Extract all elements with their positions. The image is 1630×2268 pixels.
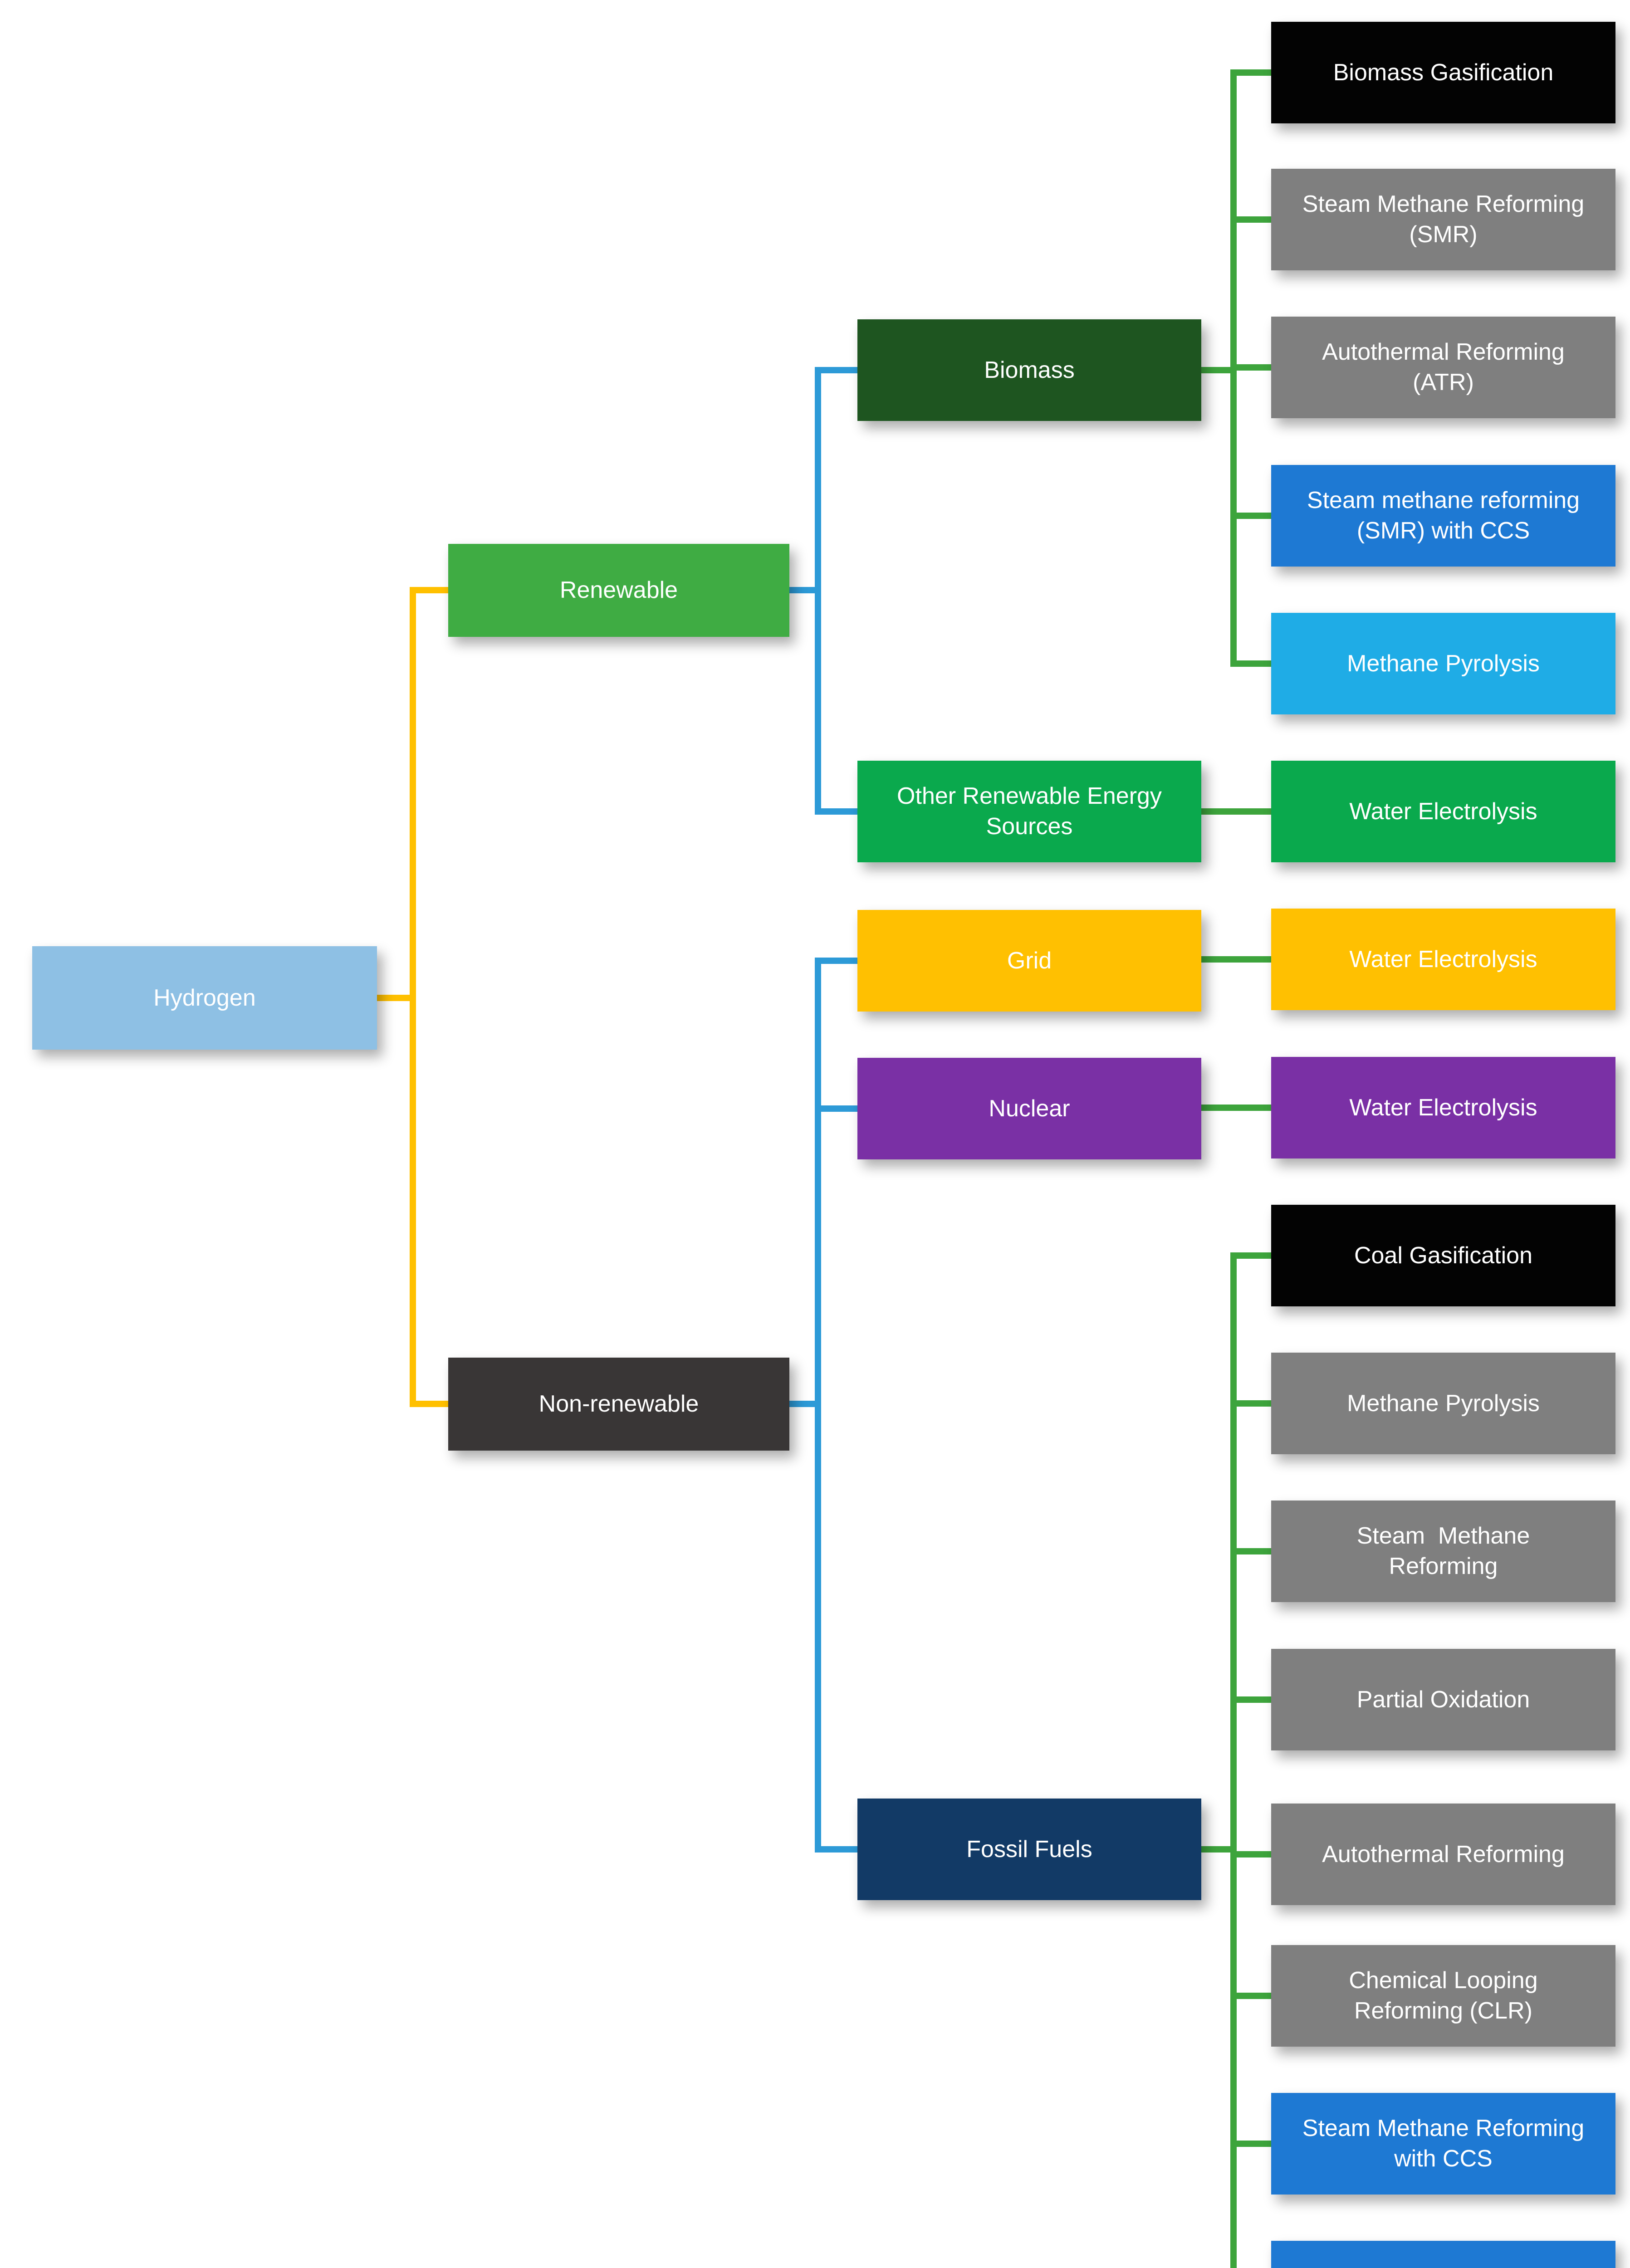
node-chemical-looping-reforming-clr: Chemical Looping Reforming (CLR) — [1271, 1945, 1615, 2047]
connector-otherres-we — [1201, 808, 1271, 815]
connector-yellow-rail — [410, 587, 416, 1407]
connector-biomass-gasification-in — [1230, 69, 1271, 76]
node-smr-with-ccs: Steam methane reforming (SMR) with CCS — [1271, 465, 1615, 567]
node-other-renewable-energy-sources: Other Renewable Energy Sources — [857, 761, 1201, 862]
connector-biomass-in — [815, 367, 857, 373]
node-water-electrolysis-nuclear: Water Electrolysis — [1271, 1057, 1615, 1158]
connector-grid-in — [815, 958, 857, 964]
connector-fossil-rail — [1230, 1252, 1237, 2268]
connector-atr-in — [1230, 364, 1271, 371]
connector-grid-we — [1201, 956, 1271, 963]
node-fossil-fuels: Fossil Fuels — [857, 1799, 1201, 1900]
connector-fossil-in — [815, 1846, 857, 1853]
node-non-renewable: Non-renewable — [448, 1358, 789, 1451]
connector-hydrogen-stub — [377, 995, 416, 1001]
connector-renewable-in — [410, 587, 448, 593]
connector-renewable-stub — [789, 587, 821, 593]
connector-nonrenewable-in — [410, 1401, 448, 1407]
node-biomass-gasification: Biomass Gasification — [1271, 22, 1615, 123]
node-biomass: Biomass — [857, 319, 1201, 421]
node-grid: Grid — [857, 910, 1201, 1012]
connector-coal-gasification-in — [1230, 1252, 1271, 1259]
connector-smr-in — [1230, 216, 1271, 223]
connector-partial-oxidation-in — [1230, 1696, 1271, 1703]
connector-smrccs-in — [1230, 513, 1271, 519]
connector-nuclear-in — [815, 1105, 857, 1112]
node-water-electrolysis-other: Water Electrolysis — [1271, 761, 1615, 862]
connector-smr-ccs2-in — [1230, 2141, 1271, 2147]
node-steam-methane-reforming-fossil: Steam Methane Reforming — [1271, 1501, 1615, 1602]
node-steam-methane-reforming-with-ccs: Steam Methane Reforming with CCS — [1271, 2093, 1615, 2195]
connector-methane-pyrolysis-in — [1230, 660, 1271, 667]
connector-nonrenewable-rail — [815, 958, 821, 1853]
connector-smr2-in — [1230, 1548, 1271, 1554]
node-water-electrolysis-grid: Water Electrolysis — [1271, 909, 1615, 1010]
connector-nuclear-we — [1201, 1105, 1271, 1111]
node-partial-oxidation: Partial Oxidation — [1271, 1649, 1615, 1750]
node-coal-gasification: Coal Gasification — [1271, 1205, 1615, 1306]
node-steam-methane-reforming-smr: Steam Methane Reforming (SMR) — [1271, 169, 1615, 270]
connector-nonrenewable-stub — [789, 1401, 821, 1407]
connector-atr2-in — [1230, 1851, 1271, 1857]
connector-biomass-stub — [1201, 367, 1237, 373]
node-coal-gasification-with-ccs: Coal Gasification with CCS — [1271, 2241, 1615, 2268]
node-nuclear: Nuclear — [857, 1058, 1201, 1159]
connector-clr-in — [1230, 1993, 1271, 1999]
node-methane-pyrolysis-fossil: Methane Pyrolysis — [1271, 1353, 1615, 1454]
node-hydrogen: Hydrogen — [32, 946, 377, 1050]
connector-otherres-in — [815, 808, 857, 815]
connector-renewable-rail — [815, 367, 821, 815]
node-renewable: Renewable — [448, 544, 789, 637]
node-autothermal-reforming-fossil: Autothermal Reforming — [1271, 1804, 1615, 1905]
node-methane-pyrolysis-renewable: Methane Pyrolysis — [1271, 613, 1615, 714]
connector-fossil-stub — [1201, 1846, 1237, 1853]
connector-methane-pyrolysis2-in — [1230, 1400, 1271, 1407]
node-autothermal-reforming-atr: Autothermal Reforming (ATR) — [1271, 317, 1615, 418]
